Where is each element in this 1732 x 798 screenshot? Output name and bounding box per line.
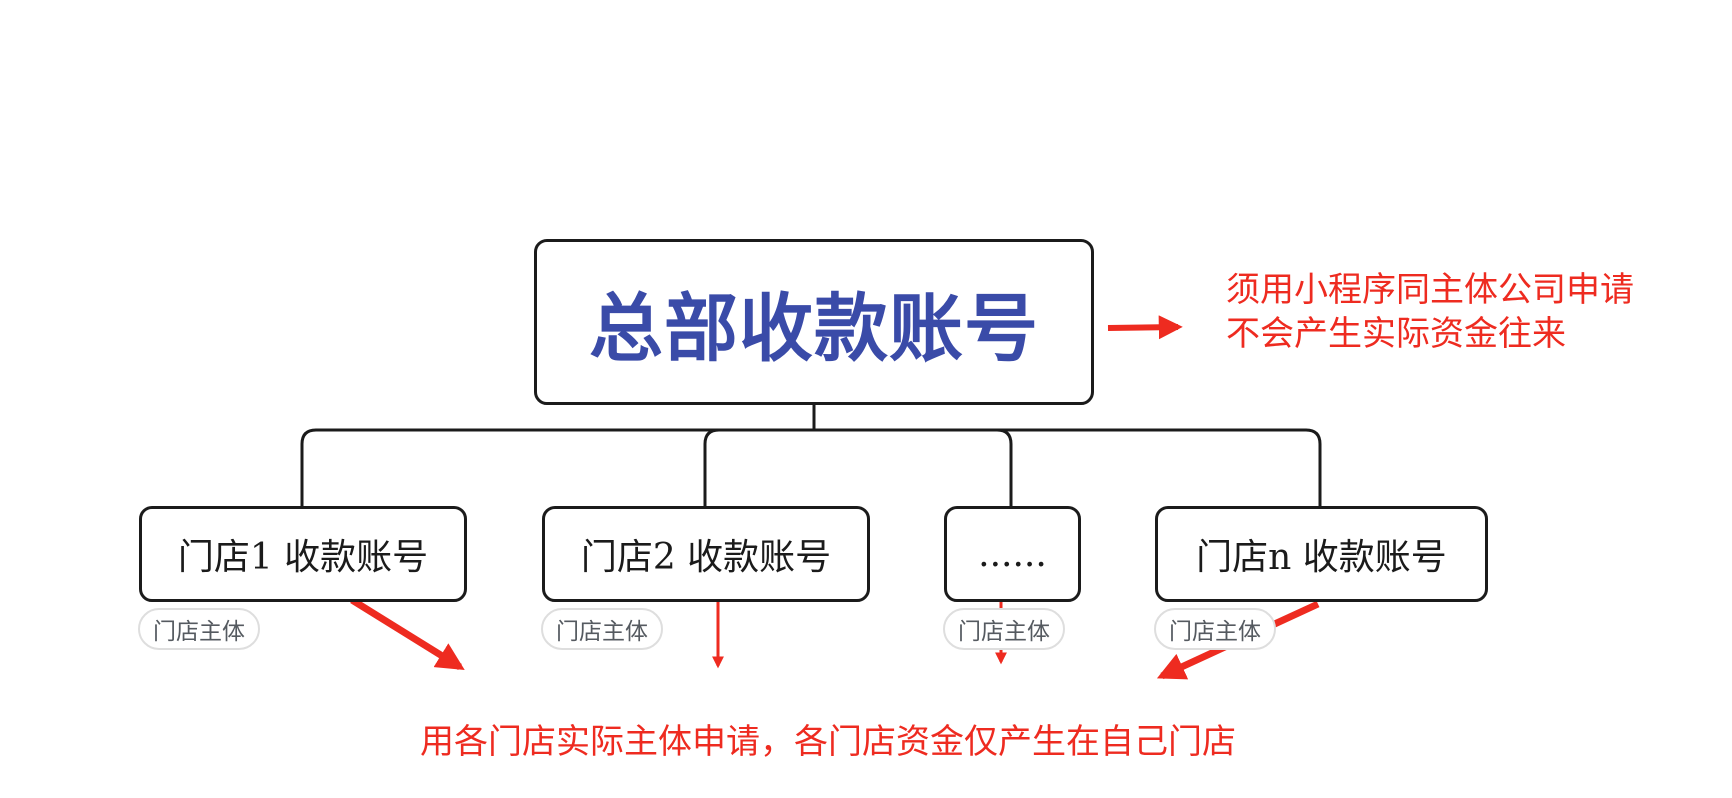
connector-child-4 — [814, 428, 1322, 506]
root-annotation: 须用小程序同主体公司申请 不会产生实际资金往来 — [1226, 268, 1634, 356]
store-n-label: 门店n 收款账号 — [1196, 537, 1447, 578]
store-1-node: 门店1 收款账号 — [139, 506, 467, 602]
arrow-root-note — [1107, 315, 1183, 340]
root-annotation-line-2: 不会产生实际资金往来 — [1226, 314, 1566, 354]
store-1-label: 门店1 收款账号 — [177, 537, 429, 578]
connector-child-2 — [703, 428, 814, 506]
store-n-node: 门店n 收款账号 — [1155, 506, 1488, 602]
store-1-entity-tag: 门店主体 — [138, 608, 260, 650]
store-2-entity-tag: 门店主体 — [541, 608, 663, 650]
store-ellipsis-label: ...... — [978, 533, 1047, 575]
arrow-child-1 — [350, 597, 465, 670]
store-ellipsis-node: ...... — [944, 506, 1081, 602]
store-ellipsis-entity-tag: 门店主体 — [943, 608, 1065, 650]
connector-child-3 — [814, 428, 1013, 506]
connector-child-1 — [300, 428, 814, 506]
root-annotation-line-1: 须用小程序同主体公司申请 — [1226, 270, 1634, 310]
stores-annotation: 用各门店实际主体申请，各门店资金仅产生在自己门店 — [420, 722, 1236, 762]
store-2-label: 门店2 收款账号 — [580, 537, 832, 578]
root-node: 总部收款账号 — [534, 239, 1094, 405]
store-2-node: 门店2 收款账号 — [542, 506, 870, 602]
root-node-label: 总部收款账号 — [589, 285, 1039, 372]
store-n-entity-tag: 门店主体 — [1154, 608, 1276, 650]
